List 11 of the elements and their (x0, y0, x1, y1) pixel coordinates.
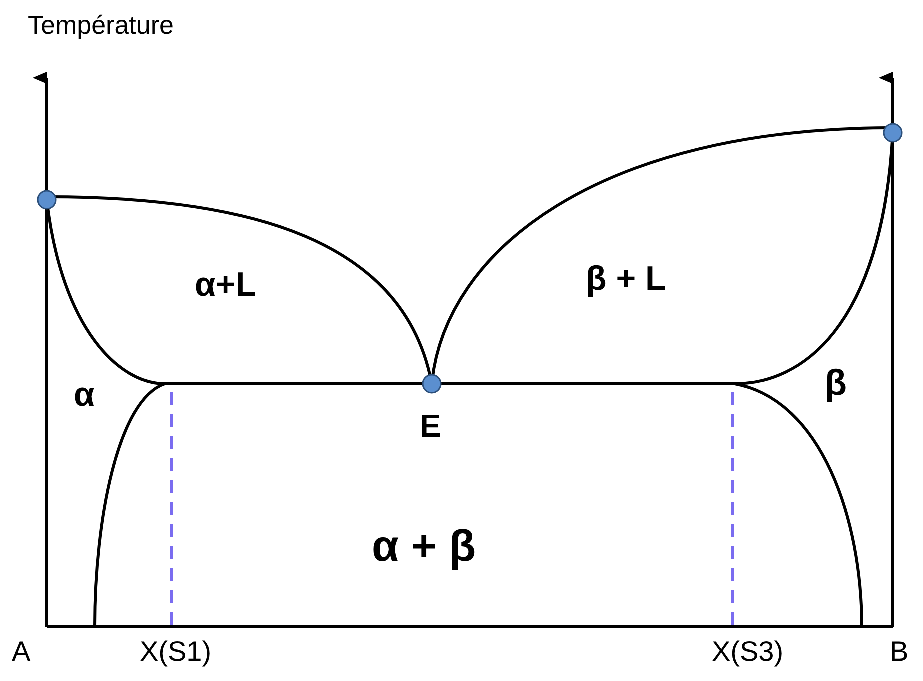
composition-label: X(S1) (140, 638, 212, 666)
phase-region-label: β + L (586, 262, 666, 296)
phase-region-label: α (74, 378, 95, 412)
component-label: B (890, 638, 909, 666)
point-label: E (420, 410, 442, 442)
composition-label: X(S3) (712, 638, 784, 666)
phase-region-label: α+L (195, 268, 257, 302)
axis-label: Température (28, 12, 174, 38)
phase-region-label: β (825, 365, 847, 401)
phase-region-label: α + β (372, 525, 476, 569)
component-label: A (12, 638, 31, 666)
